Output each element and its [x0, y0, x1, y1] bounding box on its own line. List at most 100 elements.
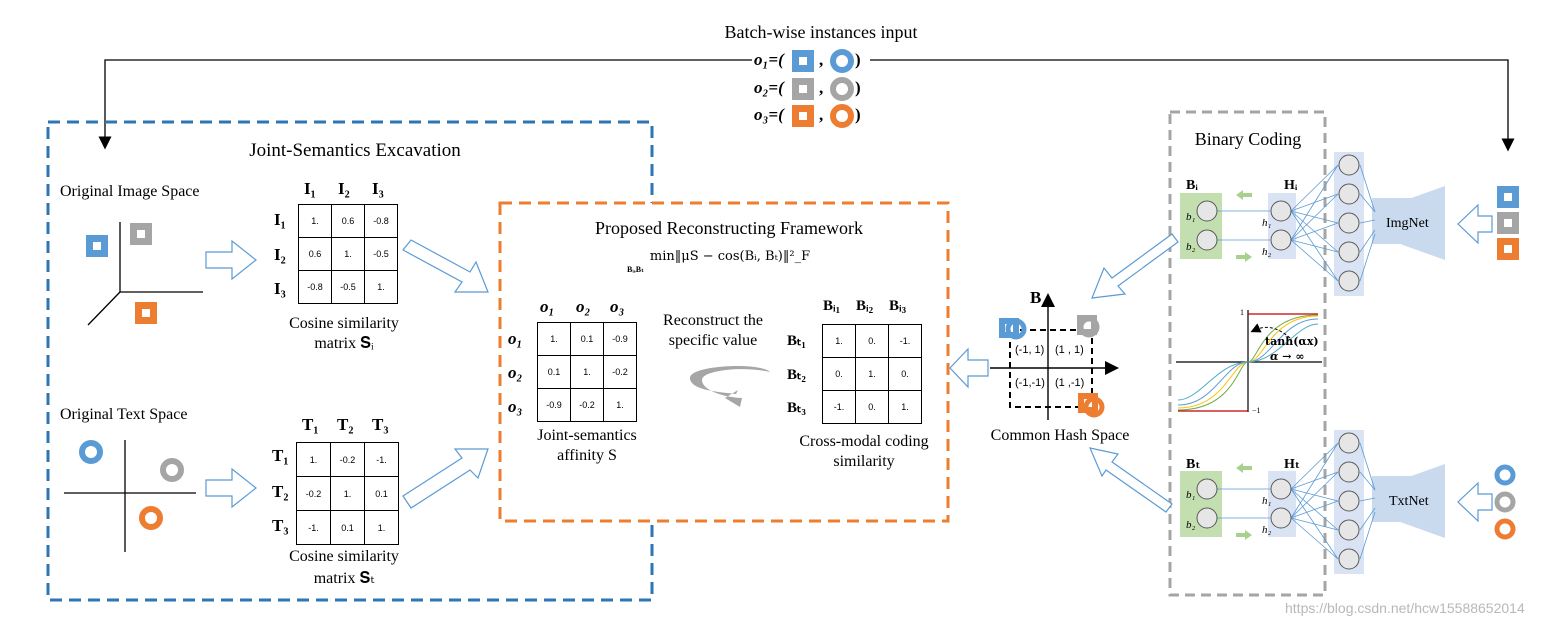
SI-cell: 0.6 [331, 204, 365, 238]
ST-col-header-2: T₂ [337, 415, 354, 434]
alpha-limit-label: α → ∞ [1270, 350, 1305, 363]
ST-col-header-3: T₃ [372, 415, 389, 434]
text-point-gray-circle-icon [160, 458, 184, 482]
BI-b2-label: b₂ [1186, 241, 1196, 253]
hash-blue-pair-icon [999, 318, 1027, 340]
binary-coding-title: Binary Coding [1194, 129, 1302, 149]
SI-row-header-3: I₃ [274, 279, 286, 298]
B-row-header-3: Bₜ₃ [787, 400, 806, 416]
B-cell: 1. [855, 357, 889, 391]
o3-label: o₃=( [754, 105, 784, 124]
B-cell: 1. [822, 324, 856, 358]
hash-quadrant-3: (-1,-1) [1015, 377, 1045, 389]
input-distribution-lines [98, 59, 1515, 152]
BT-label: Bₜ [1186, 457, 1201, 472]
SI-cell: -0.8 [364, 204, 398, 238]
S-row-header-1: o₁ [508, 329, 523, 348]
B-caption-line1: Cross-modal coding [799, 433, 929, 450]
S-caption-line2: affinity S [557, 447, 617, 464]
HT-h2-label: h₂ [1262, 524, 1272, 536]
B-caption-line2: similarity [833, 453, 895, 470]
SI-caption-line1: Cosine similarity [289, 315, 399, 332]
o1-label: o₁=( [754, 50, 784, 69]
B-cell: 0. [855, 390, 889, 424]
S-cell: -0.2 [603, 355, 637, 389]
o1-close: ) [855, 50, 861, 69]
tanh-plot-one: 1 [1240, 308, 1244, 317]
SI-cell: 1. [331, 237, 365, 271]
ST-cell: 1. [296, 442, 331, 477]
text-space-axes [64, 440, 196, 552]
o2-label: o₂=( [754, 78, 784, 97]
image-point-gray-square-icon [130, 223, 152, 245]
arrow-imgnet-to-hash [1091, 233, 1179, 299]
reconstruct-label-line2: specific value [668, 332, 758, 349]
image-space-label: Original Image Space [60, 183, 200, 200]
SI-cell: -0.5 [331, 270, 365, 304]
HT-h1-label: h₁ [1262, 495, 1272, 507]
HI-h2-label: h₂ [1262, 246, 1272, 258]
BT-b1-label: b₁ [1186, 489, 1196, 501]
text-point-blue-circle-icon [79, 440, 103, 464]
ST-cell: -0.2 [330, 442, 365, 477]
S-cell: 0.1 [570, 322, 604, 356]
arrow-image-to-SI [205, 239, 257, 281]
imgnet-label: ImgNet [1386, 216, 1429, 231]
arrow-ST-to-framework [402, 448, 489, 509]
ST-cell: -0.2 [296, 476, 331, 511]
S-col-header-3: o₃ [610, 297, 625, 316]
S-cell: 0.1 [537, 355, 571, 389]
instance-icons [79, 49, 1519, 540]
text-space-label: Original Text Space [60, 406, 188, 423]
hash-quadrant-1: (-1, 1) [1015, 344, 1045, 356]
B-cell: 0. [888, 357, 922, 391]
S-cell: -0.9 [603, 322, 637, 356]
joint-semantics-title: Joint-Semantics Excavation [249, 140, 461, 161]
input-orange-square-icon [1497, 238, 1519, 260]
image-space-axes [87, 222, 203, 326]
hash-quadrant-2: (1 , 1) [1055, 344, 1084, 356]
reconstruct-curved-arrow [690, 366, 770, 407]
image-point-orange-square-icon [135, 302, 157, 324]
B-cell: 0. [822, 357, 856, 391]
reconstructing-title: Proposed Reconstructing Framework [595, 218, 863, 238]
SI-cell: 0.6 [298, 237, 332, 271]
hash-orange-pair-icon [1078, 393, 1105, 418]
input-blue-square-icon [1497, 186, 1519, 208]
input-gray-circle-icon [1494, 491, 1516, 513]
ST-col-header-1: T₁ [302, 415, 319, 434]
o3-comma: , [819, 105, 824, 124]
imgnet-network [1180, 152, 1445, 296]
ST-cell: -1. [364, 442, 399, 477]
hash-dashed-square [1009, 329, 1093, 408]
objective-formula-subscript: Bᵢ,Bₜ [627, 265, 645, 274]
S-caption-line1: Joint-semantics [537, 427, 637, 444]
B-row-header-1: Bₜ₁ [787, 333, 806, 349]
HT-label: Hₜ [1284, 457, 1301, 472]
SI-cell: -0.8 [298, 270, 332, 304]
text-point-orange-circle-icon [139, 506, 163, 530]
ST-cell: 1. [364, 510, 399, 545]
txtnet-label: TxtNet [1389, 494, 1429, 509]
B-col-header-3: Bᵢ₃ [889, 298, 907, 314]
BT-b2-label: b₂ [1186, 519, 1196, 531]
watermark: https://blog.csdn.net/hcw15588652014 [1285, 600, 1525, 616]
cross-modal-coding-similarity-matrix: 1.0.-1. 0.1.0. -1.0.1. [822, 324, 922, 424]
o2-close: ) [855, 78, 861, 97]
SI-row-header-2: I₂ [274, 245, 286, 264]
SI-cell: 1. [298, 204, 332, 238]
SI-col-header-2: I₂ [338, 179, 350, 198]
o2-comma: , [819, 78, 824, 97]
arrow-txtnet-to-hash [1088, 447, 1173, 513]
tanh-plot [1176, 310, 1322, 412]
SI-caption-line2: matrix 𝐒ᵢ [314, 335, 374, 352]
B-cell: -1. [888, 324, 922, 358]
B-cell: 0. [855, 324, 889, 358]
o2-square-icon [792, 78, 814, 100]
B-col-header-2: Bᵢ₂ [856, 298, 874, 314]
hash-axis-label: B [1030, 288, 1042, 307]
reconstruct-label-line1: Reconstruct the [663, 312, 763, 329]
hash-quadrant-4: (1 ,-1) [1055, 377, 1085, 389]
